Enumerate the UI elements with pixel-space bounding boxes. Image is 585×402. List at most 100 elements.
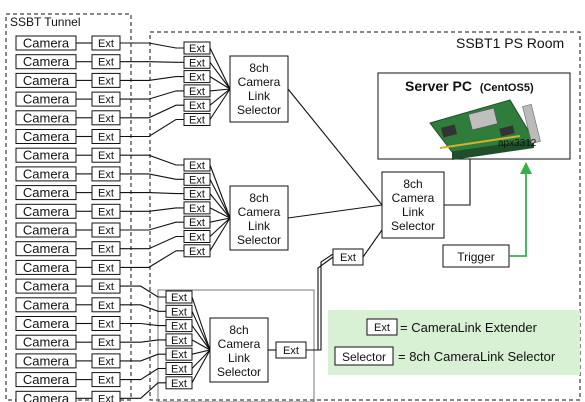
- main-selector-label: Selector: [391, 219, 435, 233]
- camera-ext-box: [91, 259, 121, 275]
- fan-in-line: [209, 76, 231, 90]
- main-selector-box: [381, 171, 445, 239]
- camera-box: [15, 185, 77, 201]
- fan-in-line: [209, 217, 231, 237]
- fan-in-line: [191, 349, 211, 384]
- selector-ext-box: [183, 55, 211, 69]
- camera-label: Camera: [23, 148, 70, 163]
- selector-ext-box: [183, 201, 211, 215]
- selector-box: [209, 317, 269, 383]
- selector-box: [229, 185, 289, 251]
- camera-ext-box: [91, 91, 121, 107]
- camera-ext-label: Ext: [98, 57, 114, 69]
- camera-ext-box: [91, 110, 121, 126]
- fan-in-line: [209, 88, 231, 106]
- camera-box: [15, 72, 77, 88]
- selector-ext-box: [183, 230, 211, 243]
- camera-ext-box: [91, 278, 121, 294]
- camera-box: [15, 54, 77, 70]
- camera-box: [15, 372, 77, 388]
- rack-to-ext-cable-2: [311, 251, 337, 351]
- server-pc-name: Server PC: [405, 78, 472, 94]
- ext-selector-cable: [120, 367, 166, 381]
- fan-in-line: [191, 349, 211, 369]
- camera-ext-label: Ext: [98, 244, 114, 256]
- fan-in-line: [209, 164, 231, 219]
- selector-label: Link: [248, 89, 271, 103]
- fan-in-line: [191, 339, 211, 351]
- board-label: apx3312: [498, 138, 537, 149]
- camera-label: Camera: [23, 223, 70, 238]
- camera-ext-label: Ext: [98, 188, 114, 200]
- selector-label: 8ch: [249, 191, 268, 205]
- ext-selector-cable: [120, 192, 184, 195]
- camera-ext-label: Ext: [98, 94, 114, 106]
- selector-ext-box: [183, 98, 211, 112]
- camera-label: Camera: [23, 335, 70, 350]
- camera-ext-box: [91, 54, 121, 70]
- camera-ext-box: [91, 203, 121, 219]
- camera-ext-label: Ext: [98, 375, 114, 387]
- selector-ext-label: Ext: [189, 72, 205, 84]
- selector-ext-box: [183, 244, 211, 258]
- selector-ext-label: Ext: [171, 292, 187, 304]
- camera-box: [15, 35, 77, 51]
- selector-ext-label: Ext: [171, 378, 187, 390]
- camera-box: [15, 259, 77, 275]
- selector-ext-box: [165, 347, 193, 361]
- selectors: 8chCameraLinkSelector8chCameraLinkSelect…: [209, 55, 445, 383]
- camera-ext-label: Ext: [98, 38, 114, 50]
- server-pc-title: Server PC (CentOS5): [405, 78, 534, 94]
- selector-ext-label: Ext: [189, 100, 205, 112]
- camera-ext-label: Ext: [98, 113, 114, 125]
- legend-selector-key-label: Selector: [342, 350, 386, 364]
- camera-label: Camera: [23, 166, 70, 181]
- camera-ext-label: Ext: [98, 356, 114, 368]
- selector-ext-box: [183, 172, 211, 186]
- selector-label: Selector: [237, 103, 281, 117]
- legend-ext-key-label: Ext: [374, 322, 390, 334]
- ext-selector-cable: [120, 118, 184, 138]
- camera-ext-label: Ext: [98, 262, 114, 274]
- ext-selector-cable: [120, 250, 184, 268]
- tunnel-area: [5, 13, 132, 401]
- camera-label: Camera: [23, 391, 70, 402]
- ext-selector-cable: [120, 90, 184, 100]
- fan-in-line: [191, 296, 211, 351]
- camera-ext-box: [91, 390, 121, 402]
- camera-ext-box: [91, 35, 121, 51]
- camera-ext-box: [91, 222, 121, 238]
- selector-label: Link: [228, 351, 251, 365]
- camera-box: [15, 241, 77, 257]
- camera-label: Camera: [23, 353, 70, 368]
- ext-selector-cable: [120, 104, 184, 119]
- selector-ext-box: [183, 84, 211, 98]
- lower-rack: [157, 289, 315, 402]
- selector-ext-label: Ext: [189, 160, 205, 172]
- ext-selector-cable: [120, 154, 184, 166]
- ext-to-main: [362, 229, 383, 258]
- camera-box: [15, 316, 77, 331]
- ext-selector-cable: [120, 221, 184, 231]
- selector-label: Selector: [217, 365, 261, 379]
- selector-ext-box: [183, 113, 211, 126]
- camera-ext-label: Ext: [98, 150, 114, 162]
- fan-in-line: [209, 217, 231, 252]
- selector-ext-box: [183, 215, 211, 229]
- selector-label: 8ch: [249, 61, 268, 75]
- ext-selector-cable: [120, 207, 184, 212]
- selector-label: Selector: [237, 233, 281, 247]
- camera-box: [15, 129, 77, 144]
- camera-label: Camera: [23, 279, 70, 294]
- room-area-label: SSBT1 PS Room: [456, 35, 564, 51]
- selector-ext-label: Ext: [171, 364, 187, 376]
- selector-ext-box: [165, 319, 193, 333]
- selector-ext-box: [183, 41, 211, 55]
- main-ext-label: Ext: [340, 252, 356, 264]
- fan-in-line: [191, 311, 211, 351]
- selector-ext-label: Ext: [189, 115, 205, 127]
- camera-label: Camera: [23, 204, 70, 219]
- ext-selector-cable: [120, 353, 166, 362]
